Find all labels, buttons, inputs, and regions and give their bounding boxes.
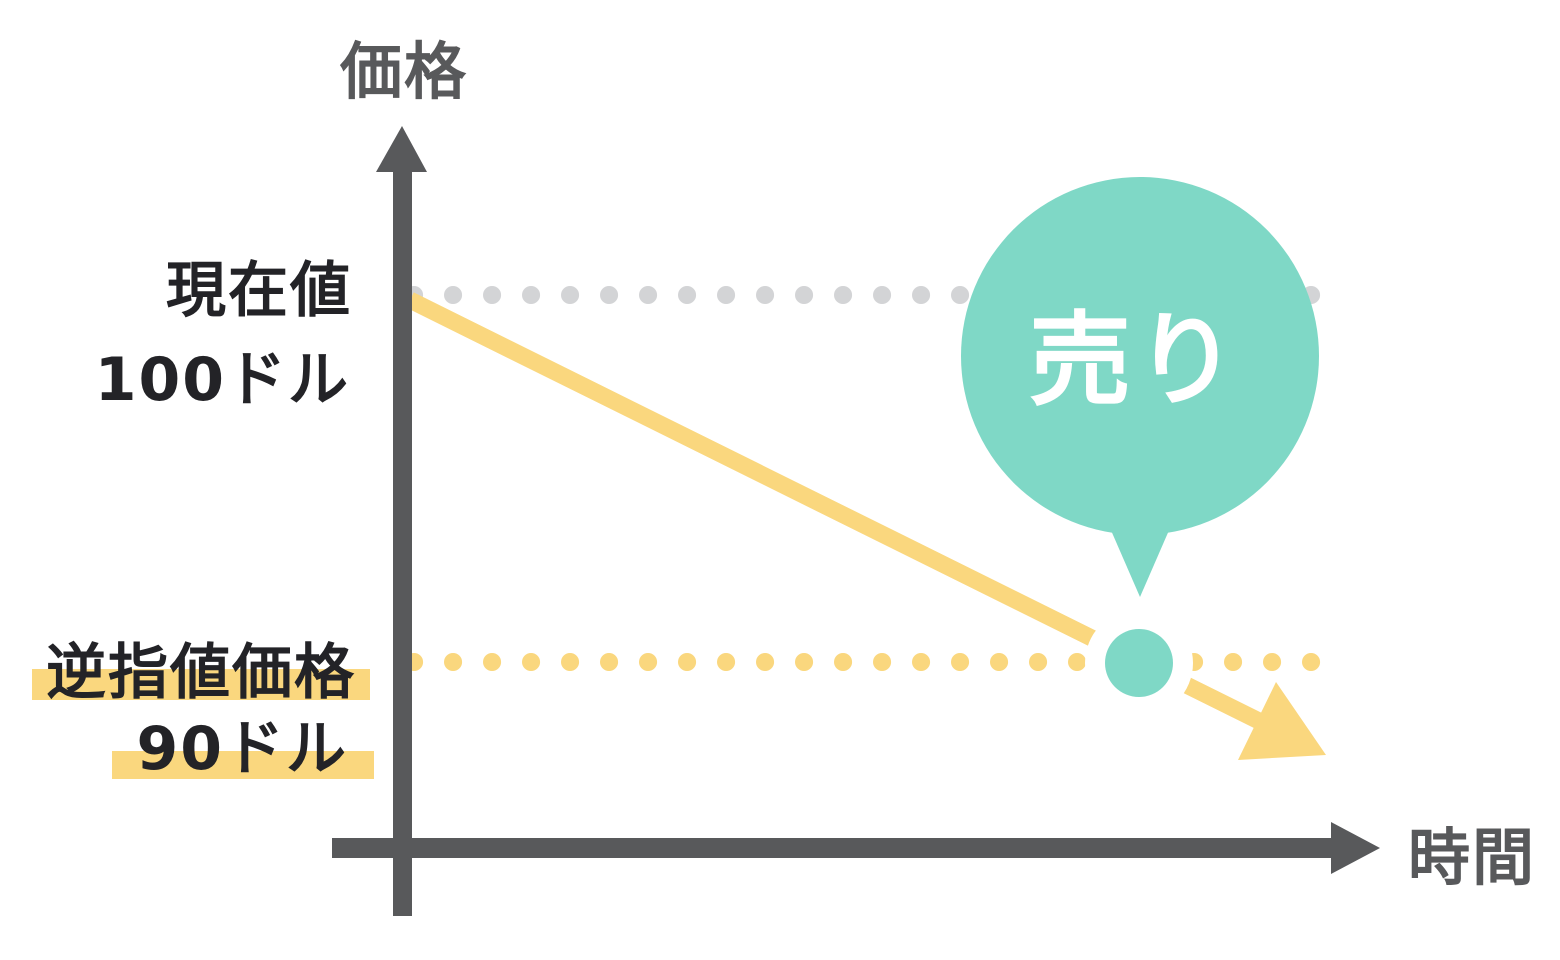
price-trend-arrowhead <box>1238 682 1326 760</box>
sell-bubble <box>961 177 1319 535</box>
stop-price-value: 90ドル <box>137 714 349 784</box>
x-axis-arrowhead <box>1331 822 1380 874</box>
y-axis <box>393 168 412 916</box>
y-axis-arrowhead <box>376 126 427 172</box>
x-axis <box>332 838 1332 858</box>
y-axis-label: 価格 <box>339 35 468 108</box>
order-marker-dot <box>1105 629 1173 697</box>
sell-bubble-label: 売り <box>1029 302 1241 421</box>
x-axis-label: 時間 <box>1408 821 1536 894</box>
current-price-label: 現在値 <box>166 256 352 326</box>
stop-price-highlight-band-2 <box>112 751 374 779</box>
stop-price-highlight-band-1 <box>32 669 370 700</box>
current-price-value: 100ドル <box>95 345 350 415</box>
stop-price-label: 逆指値価格 <box>46 638 356 708</box>
